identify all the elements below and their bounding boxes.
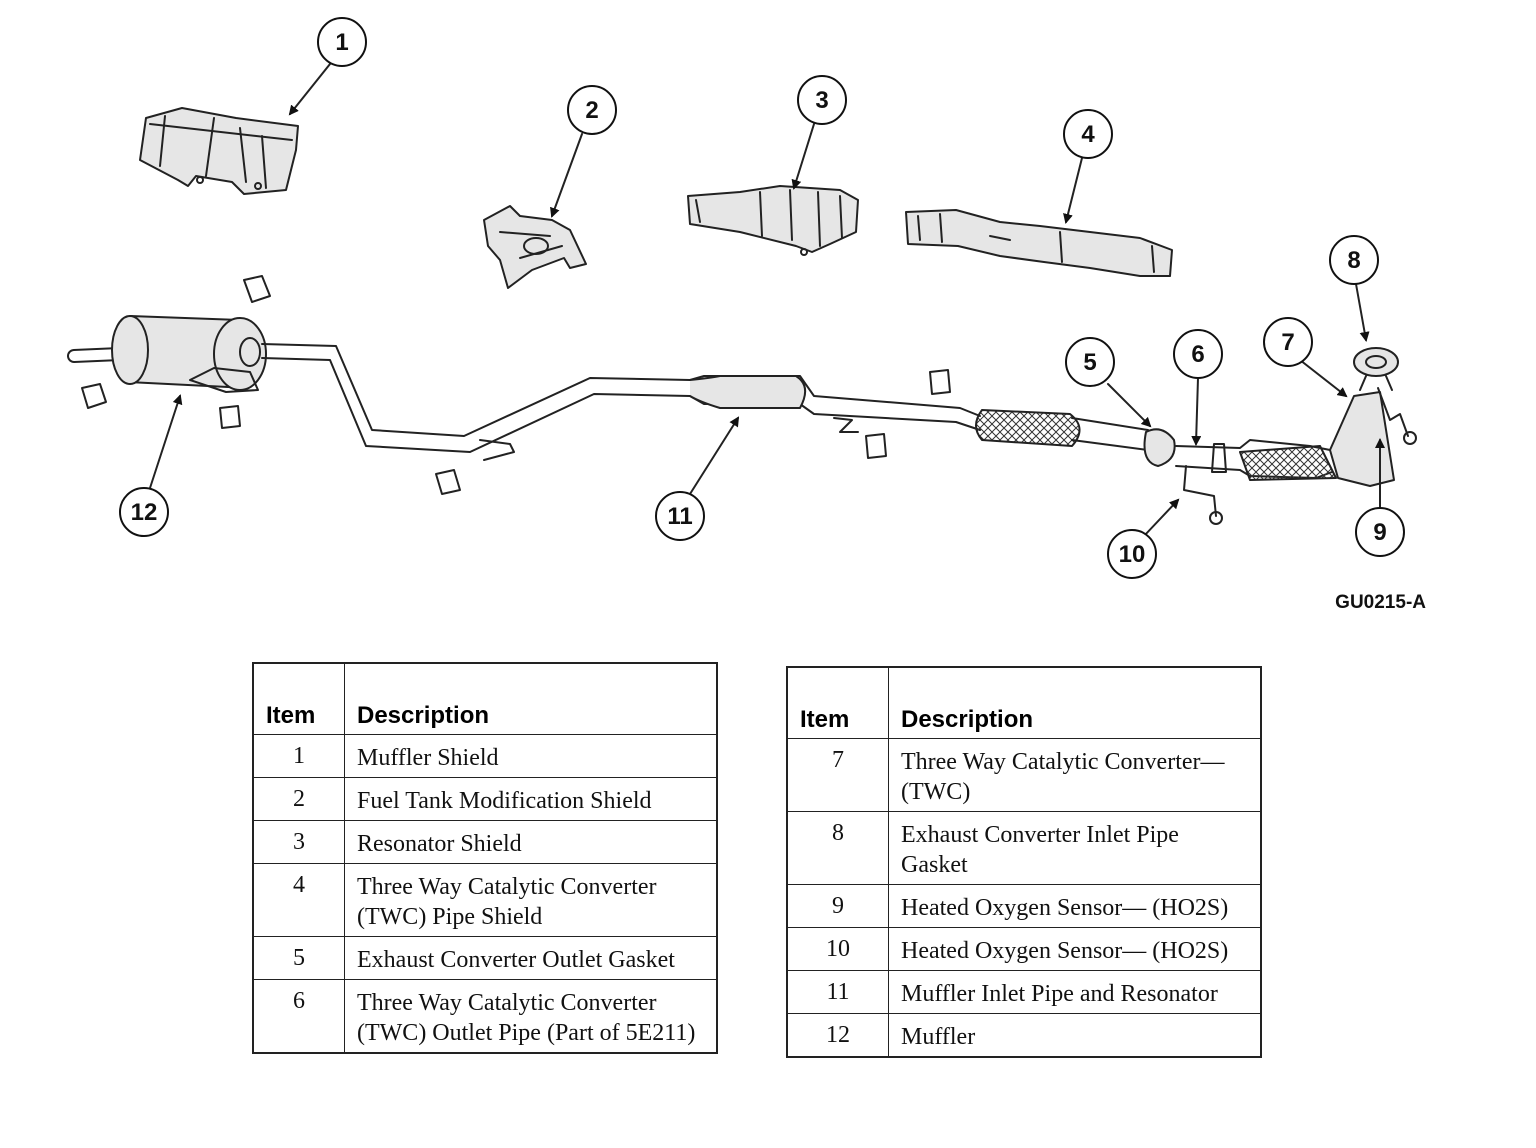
item-column-header: Item <box>786 666 889 739</box>
parts-table-right: Item Description 7 Three Way Catalytic C… <box>786 666 1262 1058</box>
table-row: 5 Exhaust Converter Outlet Gasket <box>252 936 718 980</box>
item-number: 3 <box>252 820 345 864</box>
item-number: 9 <box>786 884 889 928</box>
callout-label: 11 <box>667 503 692 530</box>
fuel-tank-modification-shield-part <box>483 205 587 289</box>
callout-3: 3 <box>797 75 847 125</box>
table-row: 11 Muffler Inlet Pipe and Resonator <box>786 970 1262 1014</box>
resonator-shield-part <box>687 185 859 256</box>
item-number: 10 <box>786 927 889 971</box>
item-column-header: Item <box>252 662 345 735</box>
item-description: Heated Oxygen Sensor— (HO2S) <box>888 884 1262 928</box>
callout-label: 7 <box>1281 329 1294 356</box>
item-description: Muffler <box>888 1013 1262 1058</box>
muffler-part <box>67 315 267 393</box>
item-number: 4 <box>252 863 345 937</box>
item-description: Heated Oxygen Sensor— (HO2S) <box>888 927 1262 971</box>
table-row: 7 Three Way Catalytic Converter— (TWC) <box>786 738 1262 812</box>
callout-2: 2 <box>567 85 617 135</box>
callout-9: 9 <box>1355 507 1405 557</box>
callout-label: 1 <box>335 29 348 56</box>
description-column-header: Description <box>344 662 718 735</box>
item-description: Three Way Catalytic Converter— (TWC) <box>888 738 1262 812</box>
callout-7: 7 <box>1263 317 1313 367</box>
table-row: 3 Resonator Shield <box>252 820 718 864</box>
callout-5: 5 <box>1065 337 1115 387</box>
item-number: 2 <box>252 777 345 821</box>
flex-pipe-section <box>975 409 1149 451</box>
clamp-hardware <box>81 275 951 495</box>
item-number: 11 <box>786 970 889 1014</box>
muffler-inlet-pipe-and-resonator-part <box>261 343 981 461</box>
callout-label: 4 <box>1081 121 1095 148</box>
callout-label: 10 <box>1119 541 1146 568</box>
three-way-catalytic-converter-part <box>1239 347 1417 487</box>
item-description: Exhaust Converter Outlet Gasket <box>344 936 718 980</box>
callout-1: 1 <box>317 17 367 67</box>
item-number: 5 <box>252 936 345 980</box>
item-description: Muffler Shield <box>344 734 718 778</box>
table-row: 2 Fuel Tank Modification Shield <box>252 777 718 821</box>
item-number: 12 <box>786 1013 889 1058</box>
table-header-row: Item Description <box>252 662 718 735</box>
exhaust-system-diagram: 1 2 3 4 5 6 7 8 9 10 11 12 GU <box>67 17 1426 613</box>
callout-8: 8 <box>1329 235 1379 285</box>
item-description: Muffler Inlet Pipe and Resonator <box>888 970 1262 1014</box>
table-row: 10 Heated Oxygen Sensor— (HO2S) <box>786 927 1262 971</box>
table-row: 9 Heated Oxygen Sensor— (HO2S) <box>786 884 1262 928</box>
table-row: 4 Three Way Catalytic Converter (TWC) Pi… <box>252 863 718 937</box>
callout-10: 10 <box>1107 529 1157 579</box>
callout-label: 9 <box>1373 519 1386 546</box>
table-row: 1 Muffler Shield <box>252 734 718 778</box>
table-row: 6 Three Way Catalytic Converter (TWC) Ou… <box>252 979 718 1054</box>
item-number: 6 <box>252 979 345 1054</box>
callout-12: 12 <box>119 487 169 537</box>
callout-label: 6 <box>1191 341 1204 368</box>
item-number: 8 <box>786 811 889 885</box>
table-row: 12 Muffler <box>786 1013 1262 1058</box>
item-number: 7 <box>786 738 889 812</box>
leader-arrows <box>149 63 1385 537</box>
callout-6: 6 <box>1173 329 1223 379</box>
callout-11: 11 <box>655 491 705 541</box>
item-description: Fuel Tank Modification Shield <box>344 777 718 821</box>
callout-label: 12 <box>131 499 158 526</box>
twc-pipe-shield-part <box>905 209 1173 277</box>
callout-label: 5 <box>1083 349 1096 376</box>
figure-code: GU0215-A <box>1335 592 1426 613</box>
table-header-row: Item Description <box>786 666 1262 739</box>
item-description: Three Way Catalytic Converter (TWC) Pipe… <box>344 863 718 937</box>
callout-label: 3 <box>815 87 828 114</box>
callout-label: 2 <box>585 97 598 124</box>
callout-label: 8 <box>1347 247 1360 274</box>
description-column-header: Description <box>888 666 1262 739</box>
item-description: Exhaust Converter Inlet Pipe Gasket <box>888 811 1262 885</box>
item-description: Three Way Catalytic Converter (TWC) Outl… <box>344 979 718 1054</box>
callout-4: 4 <box>1063 109 1113 159</box>
item-description: Resonator Shield <box>344 820 718 864</box>
item-number: 1 <box>252 734 345 778</box>
muffler-shield-part <box>139 107 299 195</box>
table-row: 8 Exhaust Converter Inlet Pipe Gasket <box>786 811 1262 885</box>
parts-table-left: Item Description 1 Muffler Shield 2 Fuel… <box>252 662 718 1054</box>
